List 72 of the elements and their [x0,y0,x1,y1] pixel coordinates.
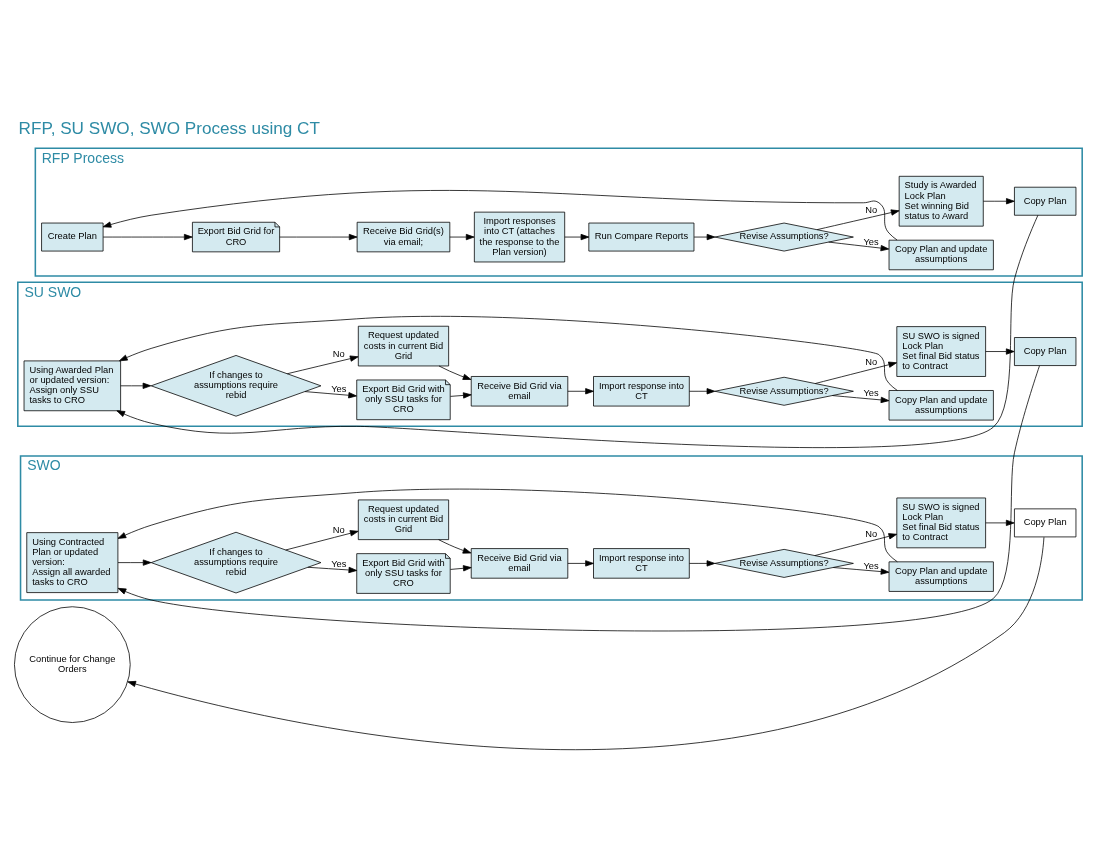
arrow [450,565,472,572]
arrow [828,241,890,252]
node-box: Create Plan [41,222,104,252]
arrow [279,233,358,241]
arrow [117,559,152,566]
node-box: Request updated costs in current Bid Grid [357,499,450,541]
arrow [985,519,1015,526]
arrow [307,566,358,574]
node-diamond: Revise Assumptions? [714,222,854,252]
node-box: Receive Bid Grid(s) via email; [356,221,451,253]
arrow [438,365,472,380]
node-diamond: Revise Assumptions? [714,549,854,578]
arrow [120,382,152,389]
edge-label: No [332,349,345,360]
node-box: Copy Plan [1014,337,1077,366]
arrow [832,395,890,404]
arrow [102,233,193,241]
arrow [693,233,716,241]
arrow [119,316,898,391]
edge-label: Yes [331,383,347,394]
arrow [127,536,1045,750]
arrow [117,488,898,563]
node-box: Using Awarded Plan or updated version: Assign only SSU tasks to CRO [23,360,121,412]
arrow [816,209,900,230]
node-box: SU SWO is signed Lock Plan Set final Bid status to Contract [896,326,986,377]
node-box: Copy Plan [1014,508,1077,538]
arrow [102,190,898,241]
arrow [117,365,1040,632]
arrow [985,348,1015,355]
edge-label: No [865,205,878,216]
arrow [832,567,890,575]
edge-label: Yes [863,388,879,399]
arrow [304,391,357,399]
arrow [285,530,359,551]
node-box: Study is Awarded Lock Plan Set winning Bid status to Award [898,175,984,227]
edge-label: No [865,529,878,540]
arrow [116,214,1039,448]
node-box: Import response into CT [593,376,690,407]
edge-label: Yes [863,236,879,247]
node-box: Copy Plan and update assumptions [888,561,994,592]
node-box: Receive Bid Grid via email [470,376,569,407]
arrow [286,355,359,375]
node-box: Run Compare Reports [588,222,695,252]
node-circle: Continue for Change Orders [14,606,131,723]
diagram-title: RFP, SU SWO, SWO Process using CT [18,117,320,138]
node-box: Copy Plan and update assumptions [888,239,994,271]
node-diamond: Revise Assumptions? [714,376,854,406]
node-diamond: If changes to assumptions require rebid [150,531,322,594]
arrow [567,388,594,395]
arrow [450,392,472,399]
node-box: Copy Plan and update assumptions [888,390,994,421]
arrow [567,560,594,567]
node-box: Import response into CT [593,548,690,579]
node-diamond: If changes to assumptions require rebid [150,355,322,417]
arrow [564,233,590,241]
node-box: SU SWO is signed Lock Plan Set final Bid status to Contract [896,497,986,549]
edge-label: Yes [331,558,347,569]
node-box: Using Contracted Plan or updated version: Assign all awarded tasks to CRO [26,532,119,593]
arrow [814,361,897,384]
arrow [449,233,475,241]
edge-label: Yes [863,560,879,571]
edge-label: No [865,357,878,368]
node-box: Request updated costs in current Bid Grid [357,325,450,367]
node-box: Import responses into CT (attaches the response to the Plan version) [473,211,566,263]
arrow [438,539,472,554]
arrow [689,388,716,395]
node-box: Copy Plan [1014,186,1077,216]
node-box: Receive Bid Grid via email [470,548,569,579]
arrow [689,560,716,567]
arrow [814,533,898,556]
edge-label: No [332,524,345,535]
arrow [982,198,1015,205]
